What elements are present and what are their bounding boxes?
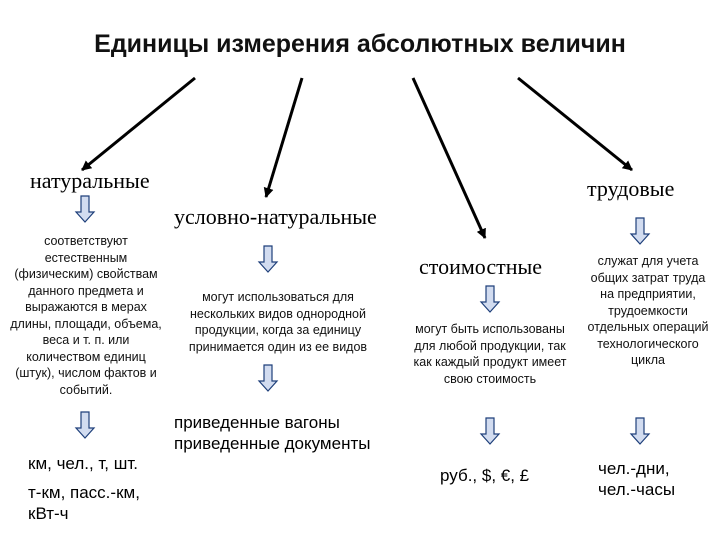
block-arrow-labor-1 [629, 217, 651, 245]
example-natural-1: км, чел., т, шт. [28, 454, 139, 473]
category-natural: натуральные [30, 168, 150, 193]
diagram-title: Единицы измерения абсолютных величин [94, 30, 626, 58]
block-arrow-labor-2 [629, 417, 651, 445]
category-monetary: стоимостные [419, 254, 543, 279]
arrow-to-natural [81, 76, 196, 172]
category-labor: трудовые [587, 176, 675, 201]
category-conditional: условно-натуральные [174, 204, 377, 229]
example-natural-2: т-км, пасс.-км, кВт-ч [28, 483, 140, 523]
description-monetary: могут быть использованы для любой продук… [413, 322, 567, 386]
description-natural: соответствуют естественным (физическим) … [10, 234, 162, 397]
block-arrow-monetary-1 [479, 285, 501, 313]
description-labor: служат для учета общих затрат труда на п… [587, 254, 709, 367]
arrow-to-monetary [411, 77, 487, 239]
block-arrow-conditional-1 [257, 245, 279, 273]
example-monetary: руб., $, €, £ [440, 466, 530, 485]
block-arrow-conditional-2 [257, 364, 279, 392]
description-conditional: могут использоваться для нескольких видо… [188, 290, 368, 354]
example-labor: чел.-дни, чел.-часы [598, 459, 676, 499]
example-conditional: приведенные вагоны приведенные документы [174, 413, 371, 453]
block-arrow-natural-1 [74, 195, 96, 223]
block-arrow-natural-2 [74, 411, 96, 439]
block-arrow-monetary-2 [479, 417, 501, 445]
arrow-to-labor [517, 76, 633, 172]
arrow-to-conditional [263, 77, 304, 198]
